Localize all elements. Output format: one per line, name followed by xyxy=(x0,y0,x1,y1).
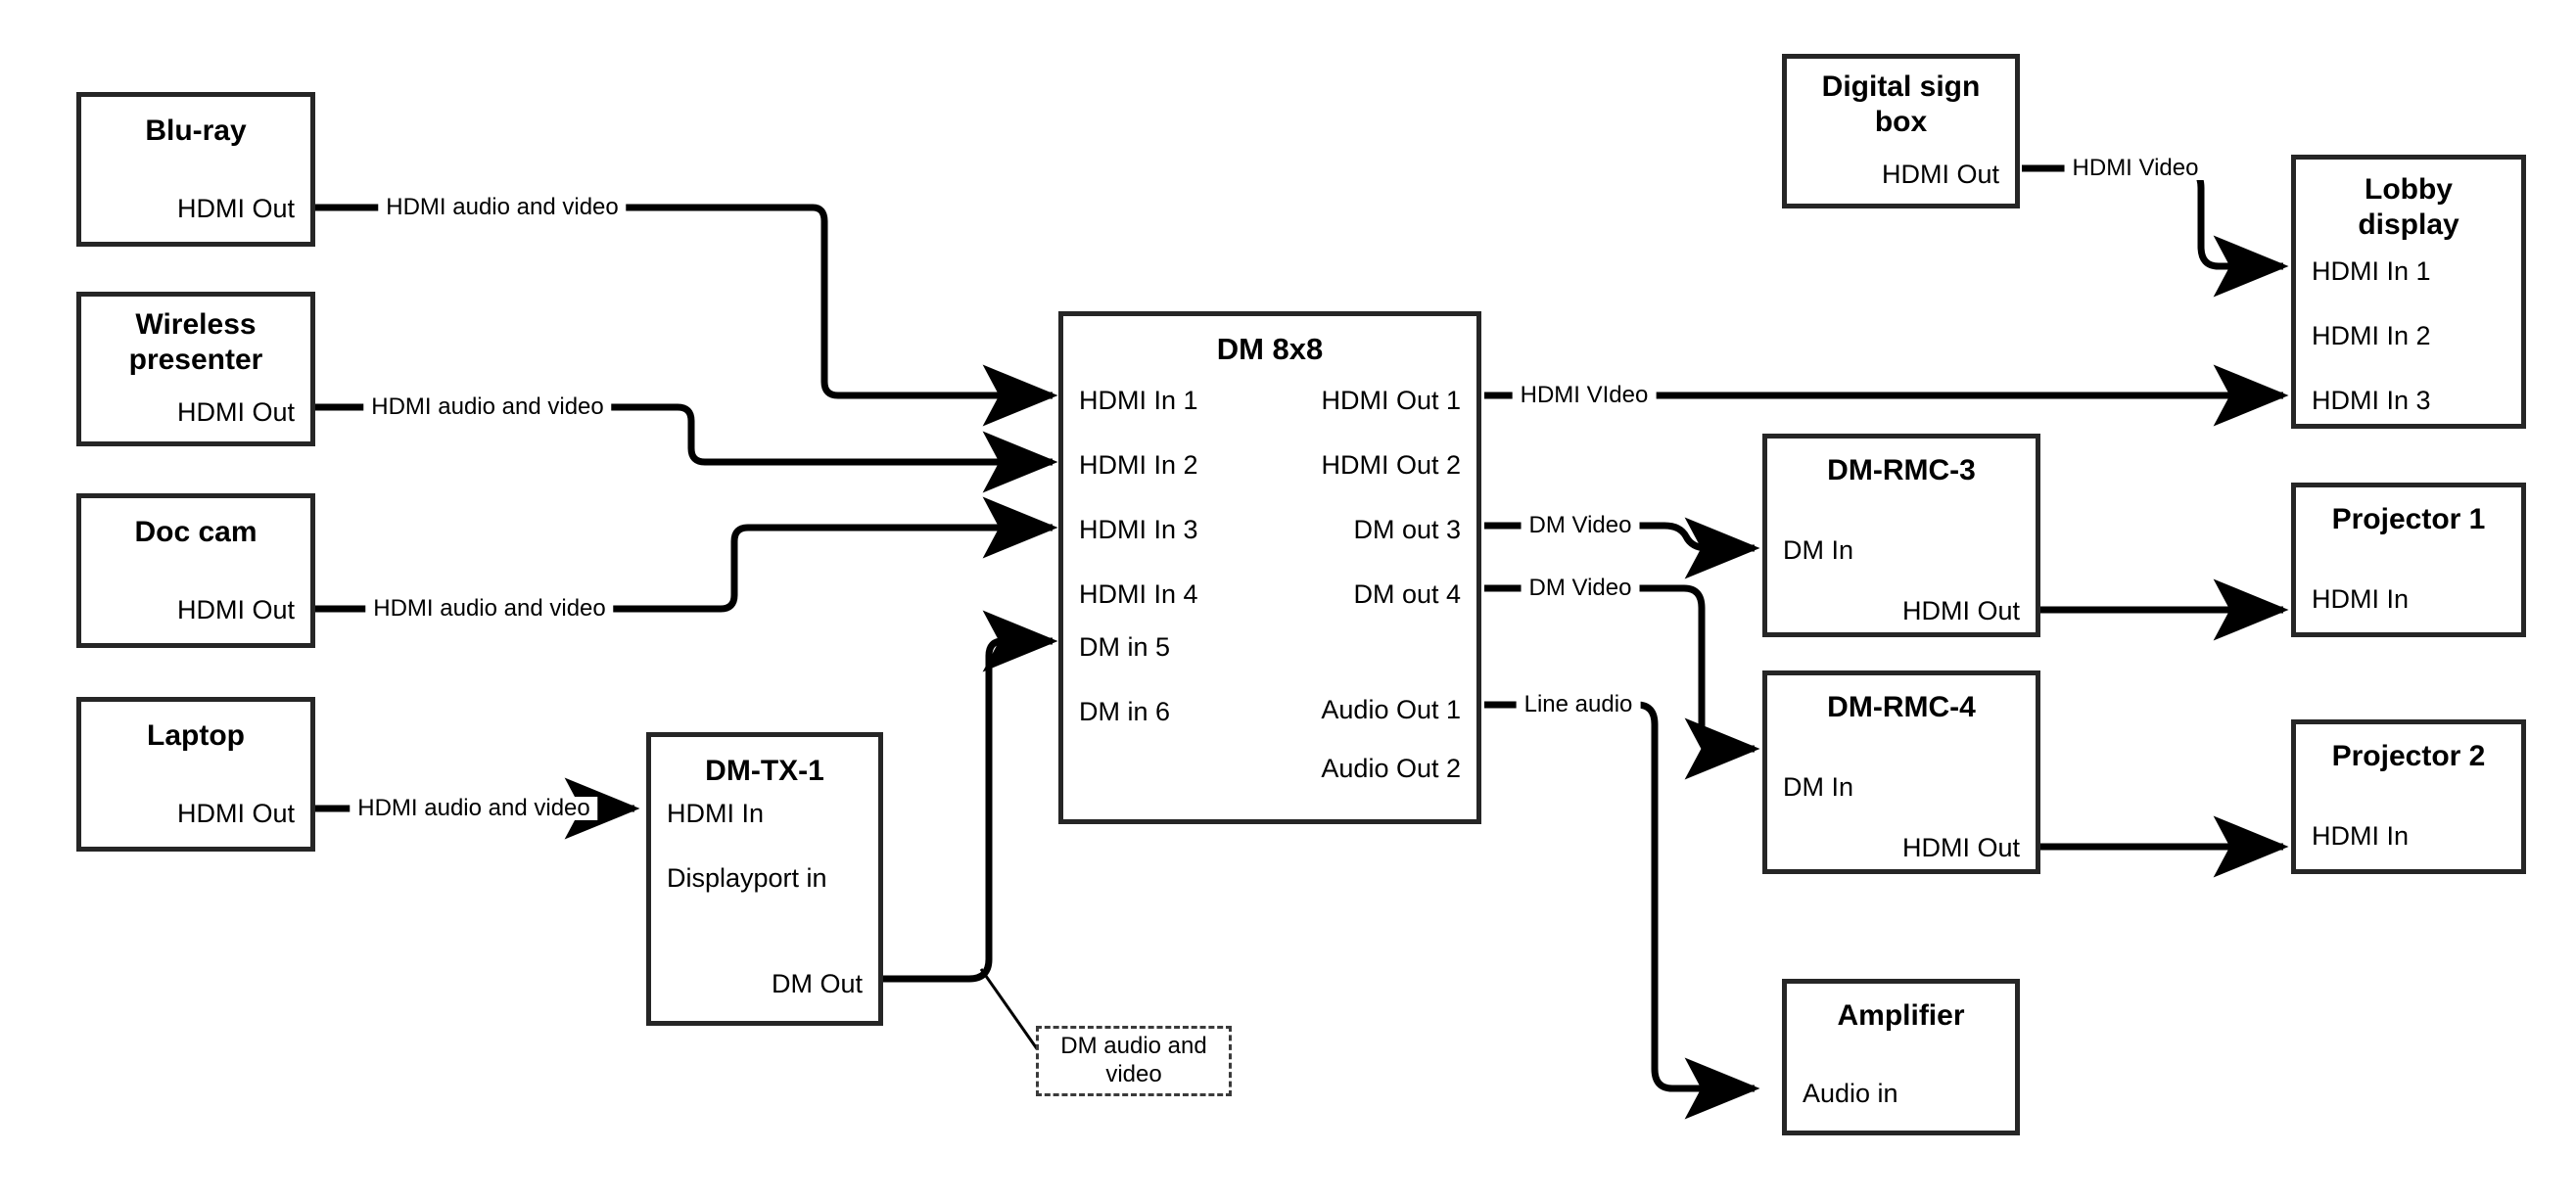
node-dm-8x8-port-audio-out-2: Audio Out 2 xyxy=(1321,754,1461,783)
node-dm-rmc-3[interactable]: DM-RMC-3 DM In HDMI Out xyxy=(1762,434,2040,637)
callout-text-line1: DM audio and xyxy=(1060,1033,1207,1060)
node-projector-1-title: Projector 1 xyxy=(2331,503,2486,535)
edge-label-doccam-to-hdmi-in3: HDMI audio and video xyxy=(365,597,614,621)
node-lobby-display-title-line2: display xyxy=(2358,208,2459,241)
node-dm-rmc-4-port-hdmi-out: HDMI Out xyxy=(1901,833,2020,862)
node-amplifier[interactable]: Amplifier Audio in xyxy=(1782,979,2020,1135)
node-laptop-port-hdmi-out: HDMI Out xyxy=(176,799,295,828)
node-lobby-display-port-hdmi-in-3: HDMI In 3 xyxy=(2312,386,2431,415)
node-digital-sign-box[interactable]: Digital sign box HDMI Out xyxy=(1782,54,2020,208)
callout-text: DM audio and video xyxy=(1039,1033,1229,1089)
wire-dmtx1-to-dm-in5 xyxy=(883,610,1058,983)
node-doc-cam-port-hdmi-out: HDMI Out xyxy=(176,595,295,624)
node-dm-8x8-port-audio-out-1: Audio Out 1 xyxy=(1321,695,1461,724)
node-lobby-display[interactable]: Lobby display HDMI In 1 HDMI In 2 HDMI I… xyxy=(2291,155,2526,429)
wire-dmout4-to-rmc4 xyxy=(1484,584,1760,780)
node-dm-rmc-4-port-dm-in: DM In xyxy=(1783,772,1854,802)
node-wireless-presenter-title-line2: presenter xyxy=(128,344,263,376)
node-dm-8x8[interactable]: DM 8x8 HDMI In 1 HDMI In 2 HDMI In 3 HDM… xyxy=(1058,311,1481,824)
node-dm-8x8-port-dm-out-3: DM out 3 xyxy=(1353,515,1461,544)
node-amplifier-port-audio-in: Audio in xyxy=(1803,1079,1898,1108)
wire-sign-to-lobby-in1 xyxy=(2022,164,2289,298)
node-dm-8x8-port-hdmi-in-1: HDMI In 1 xyxy=(1079,386,1198,415)
node-dm-8x8-title: DM 8x8 xyxy=(1216,332,1324,366)
node-doc-cam[interactable]: Doc cam HDMI Out xyxy=(76,493,315,648)
node-doc-cam-title: Doc cam xyxy=(134,516,258,548)
edge-label-dmout4-to-rmc4: DM Video xyxy=(1521,577,1640,600)
node-dm-tx-1-port-dm-out: DM Out xyxy=(771,969,863,998)
node-dm-rmc-3-title: DM-RMC-3 xyxy=(1827,454,1976,486)
edge-label-wireless-to-hdmi-in2: HDMI audio and video xyxy=(363,395,612,419)
node-dm-tx-1-port-hdmi-in: HDMI In xyxy=(667,799,765,828)
node-dm-8x8-port-hdmi-in-3: HDMI In 3 xyxy=(1079,515,1198,544)
edge-label-audioout1-to-amplifier: Line audio xyxy=(1516,693,1641,716)
node-dm-8x8-port-hdmi-out-1: HDMI Out 1 xyxy=(1321,386,1461,415)
node-laptop[interactable]: Laptop HDMI Out xyxy=(76,697,315,852)
node-amplifier-title: Amplifier xyxy=(1837,999,1965,1032)
callout-text-line2: video xyxy=(1105,1061,1162,1087)
node-lobby-display-title-line1: Lobby xyxy=(2365,173,2453,206)
edge-label-dmout3-to-rmc3: DM Video xyxy=(1521,514,1640,537)
node-bluray-title: Blu-ray xyxy=(145,115,247,147)
node-dm-tx-1[interactable]: DM-TX-1 HDMI In Displayport in DM Out xyxy=(646,732,883,1026)
node-laptop-title: Laptop xyxy=(147,719,245,752)
node-projector-2-port-hdmi-in: HDMI In xyxy=(2312,821,2410,851)
node-dm-tx-1-port-displayport-in: Displayport in xyxy=(667,863,827,893)
node-wireless-presenter-title-line1: Wireless xyxy=(135,308,257,341)
node-dm-8x8-port-hdmi-in-2: HDMI In 2 xyxy=(1079,450,1198,480)
node-dm-8x8-port-dm-in-5: DM in 5 xyxy=(1079,632,1171,662)
node-digital-sign-box-title-line1: Digital sign xyxy=(1821,70,1981,103)
wire-bluray-to-hdmi-in1 xyxy=(315,204,1058,427)
node-wireless-presenter[interactable]: Wireless presenter HDMI Out xyxy=(76,292,315,446)
node-bluray-port-hdmi-out: HDMI Out xyxy=(176,194,295,223)
edge-label-sign-to-lobby: HDMI Video xyxy=(2064,157,2207,180)
node-lobby-display-port-hdmi-in-2: HDMI In 2 xyxy=(2312,321,2431,350)
node-wireless-presenter-port-hdmi-out: HDMI Out xyxy=(176,397,295,427)
node-dm-8x8-port-hdmi-out-2: HDMI Out 2 xyxy=(1321,450,1461,480)
node-dm-8x8-port-dm-in-6: DM in 6 xyxy=(1079,697,1171,726)
node-bluray[interactable]: Blu-ray HDMI Out xyxy=(76,92,315,247)
node-dm-8x8-port-hdmi-in-4: HDMI In 4 xyxy=(1079,579,1198,609)
node-projector-1[interactable]: Projector 1 HDMI In xyxy=(2291,483,2526,637)
node-dm-rmc-3-port-hdmi-out: HDMI Out xyxy=(1901,596,2020,625)
node-digital-sign-box-title-line2: box xyxy=(1874,106,1928,138)
node-dm-rmc-4[interactable]: DM-RMC-4 DM In HDMI Out xyxy=(1762,670,2040,874)
node-projector-2[interactable]: Projector 2 HDMI In xyxy=(2291,719,2526,874)
node-projector-1-port-hdmi-in: HDMI In xyxy=(2312,584,2410,614)
node-dm-rmc-4-title: DM-RMC-4 xyxy=(1827,691,1976,723)
edge-label-laptop-to-dmtx1: HDMI audio and video xyxy=(350,797,598,820)
node-digital-sign-box-port-hdmi-out: HDMI Out xyxy=(1881,160,1999,189)
node-dm-tx-1-title: DM-TX-1 xyxy=(705,755,824,787)
node-lobby-display-port-hdmi-in-1: HDMI In 1 xyxy=(2312,256,2431,286)
edge-label-bluray-to-hdmi-in1: HDMI audio and video xyxy=(378,196,627,219)
edge-label-hdmiout1-to-lobby-in3: HDMI VIdeo xyxy=(1512,384,1657,407)
node-dm-8x8-port-dm-out-4: DM out 4 xyxy=(1353,579,1461,609)
wire-audioout1-to-amplifier xyxy=(1484,701,1760,1120)
node-projector-2-title: Projector 2 xyxy=(2331,740,2486,772)
node-dm-rmc-3-port-dm-in: DM In xyxy=(1783,535,1854,565)
callout-dm-audio-and-video: DM audio and video xyxy=(1036,1026,1232,1096)
